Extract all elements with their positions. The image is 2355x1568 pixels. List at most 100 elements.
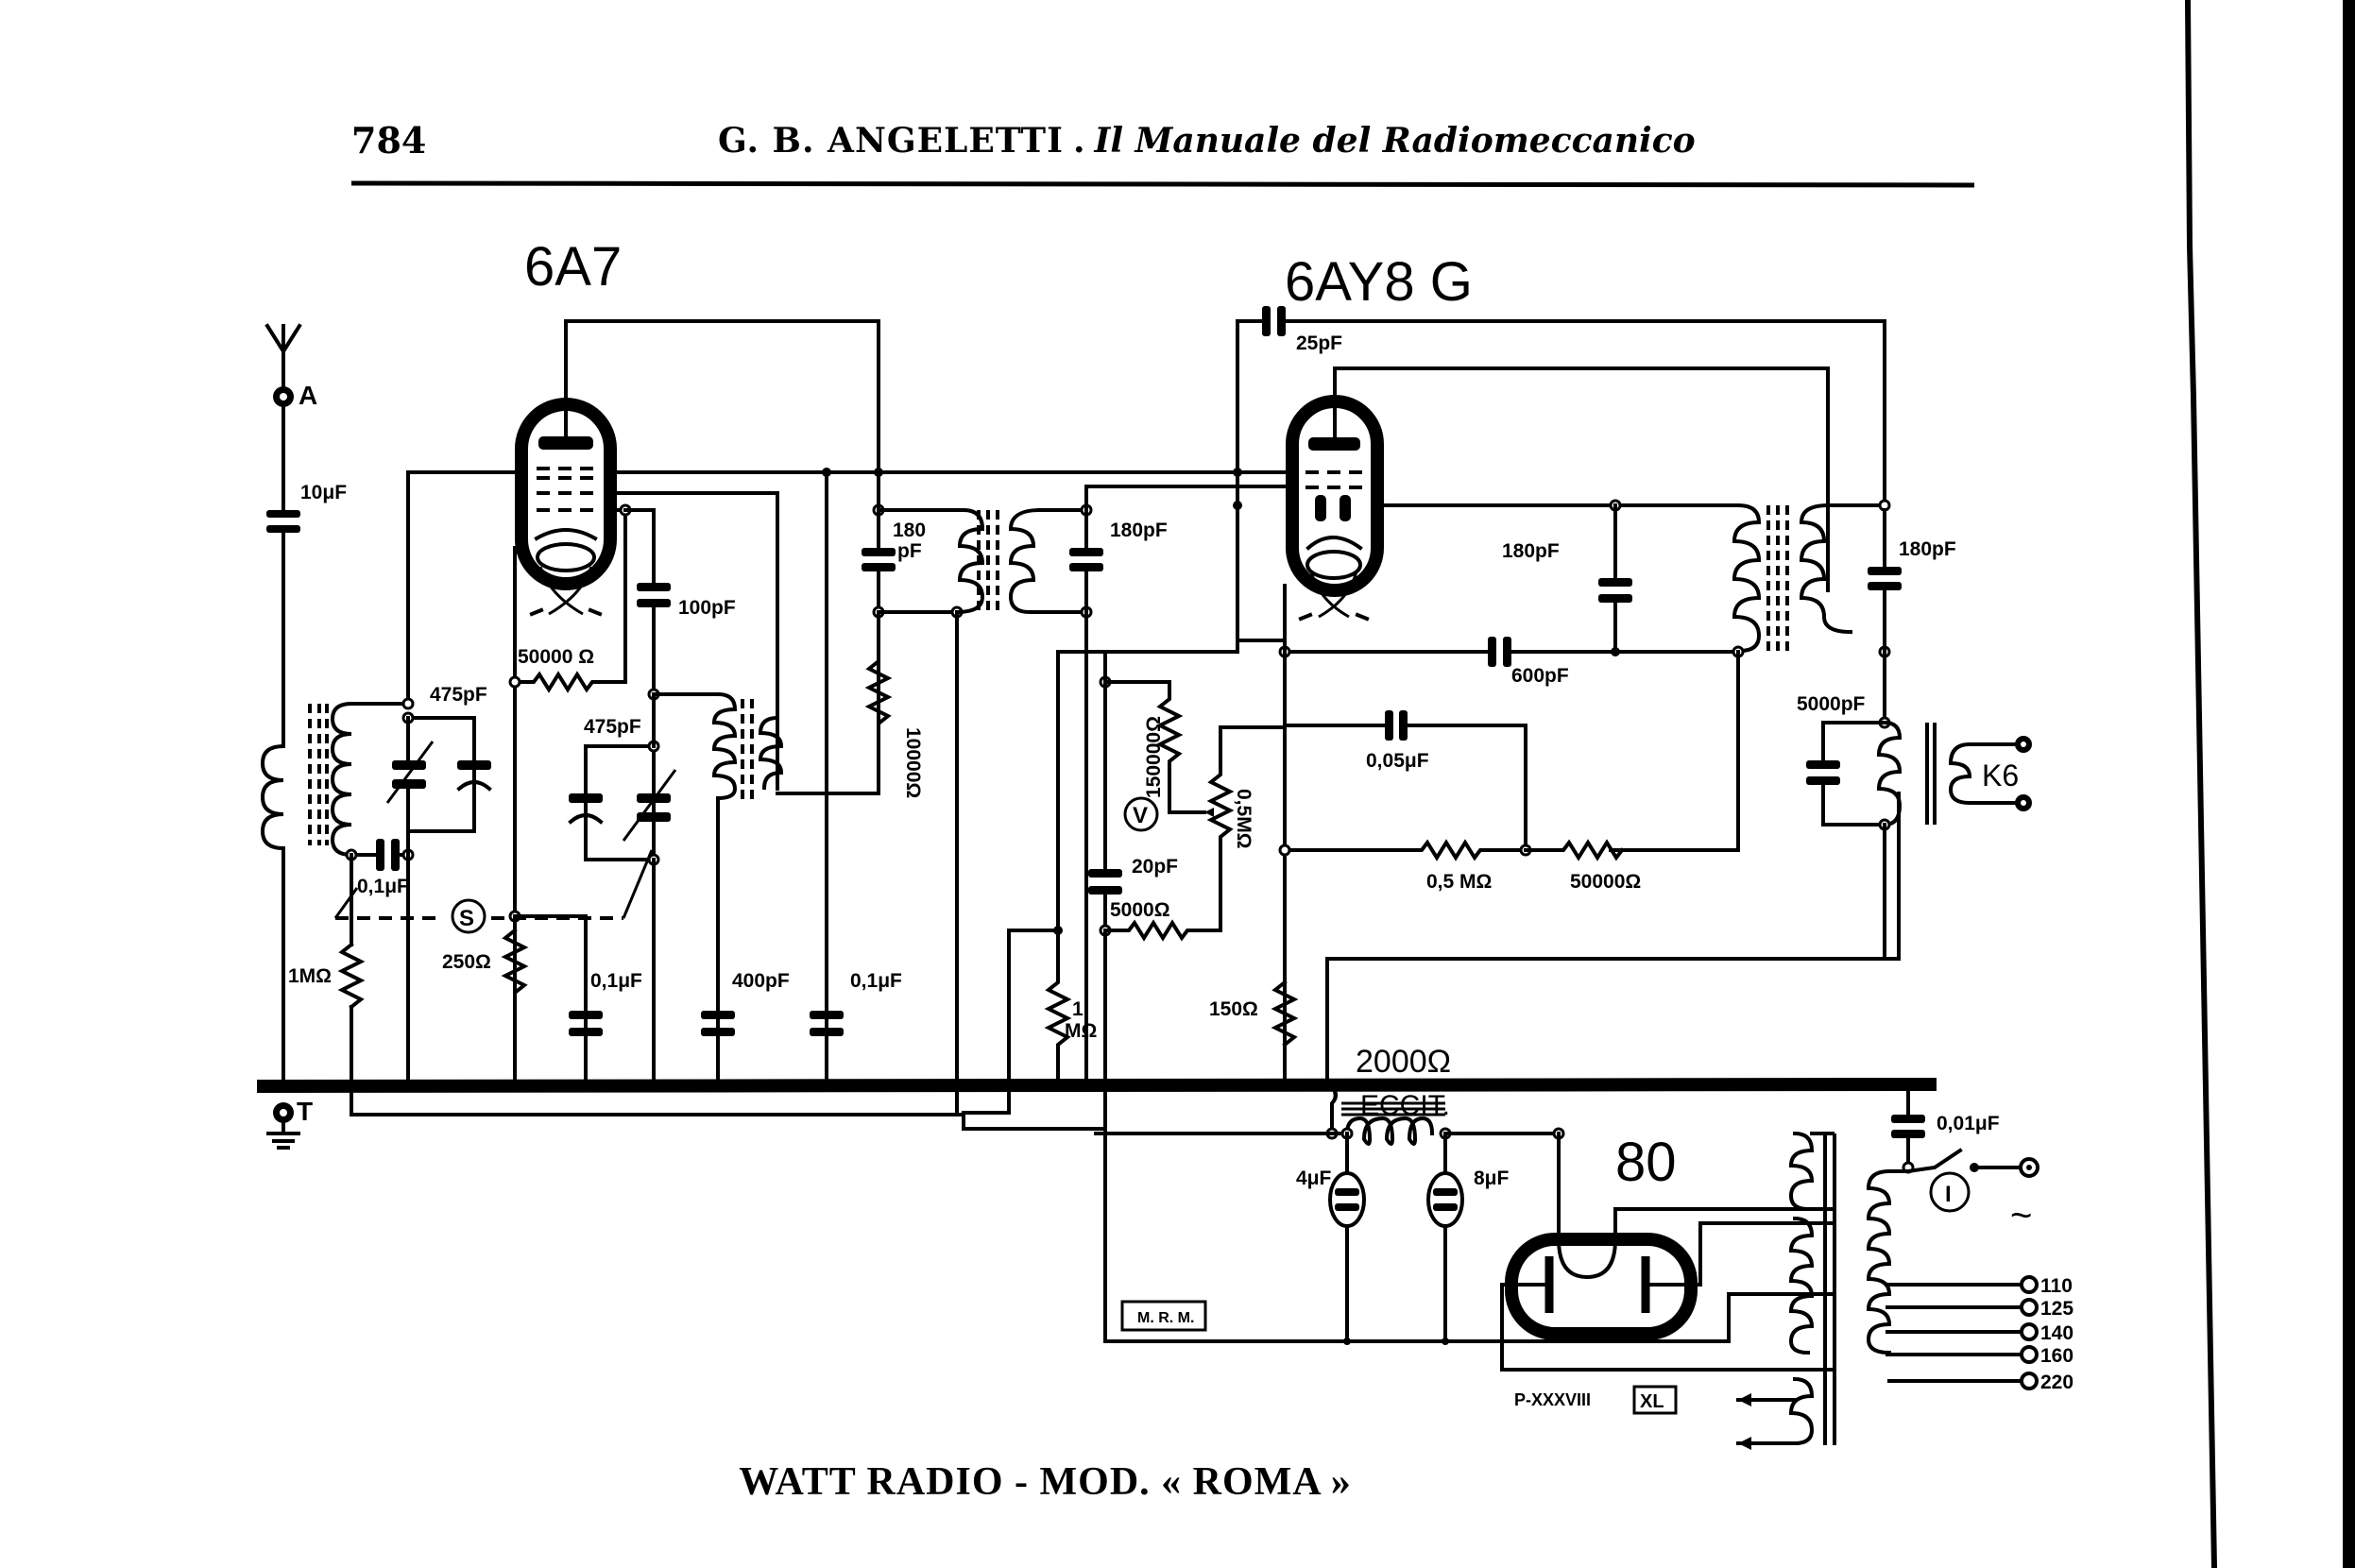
mains-tap[interactable]: 125 (1886, 1298, 2073, 1320)
if1-cap-a-label-2: pF (897, 540, 922, 562)
header-rule (350, 180, 1975, 188)
tube-6ay8g-label: 6AY8 G (1285, 251, 1473, 313)
antenna-coil-primary (260, 743, 286, 851)
trimmer-capacitor-1 (457, 760, 491, 770)
tube-6a7 (515, 395, 617, 617)
res-1m-det-label-2: MΩ (1065, 1020, 1097, 1042)
res-150-label: 150Ω (1209, 998, 1258, 1020)
figure-caption: WATT RADIO - MOD. « ROMA » (0, 1459, 2355, 1505)
res-05m-label: 0,5 MΩ (1426, 871, 1492, 893)
screen-bypass-cap-label: 0,1μF (850, 970, 902, 992)
tuning-cap-2-label: 475pF (584, 716, 641, 738)
power-switch-indicator (1929, 1171, 1971, 1213)
resistor-1m-detector (1044, 929, 1072, 1086)
ground-terminal-label: T (297, 1097, 313, 1126)
running-head: G. B. ANGELETTI.Il Manuale del Radiomecc… (718, 121, 1696, 161)
running-head-separator: . (1072, 121, 1085, 161)
mains-tap[interactable]: 220 (1887, 1372, 2073, 1393)
capacitor-600pf (1488, 637, 1496, 667)
capacitor-20pf (1088, 869, 1122, 878)
mains-tap[interactable]: 110 (1886, 1275, 2073, 1297)
res-50000-filter-label: 50000Ω (1570, 871, 1641, 893)
speaker-label: K6 (1982, 758, 2019, 793)
tuning-cap-1-label: 475pF (430, 684, 487, 706)
res-250-label: 250Ω (442, 951, 491, 973)
tube-80-label: 80 (1615, 1132, 1677, 1193)
svg-text:110: 110 (2040, 1275, 2073, 1297)
res-1m-avc-label: 1MΩ (288, 965, 332, 987)
if-transformer-1 (954, 507, 1088, 615)
if1-cap-b-label: 180pF (1110, 520, 1168, 541)
filter-capacitor-8uf (1426, 1171, 1464, 1228)
pot-05m-label: 0,5MΩ (1233, 789, 1254, 849)
ground-terminal (266, 1102, 300, 1150)
osc-coupling-capacitor (637, 583, 671, 591)
cap-25-label: 25pF (1296, 332, 1342, 354)
svg-text:220: 220 (2040, 1372, 2073, 1393)
padder-cap-label: 400pF (732, 970, 790, 992)
capacitor-005uf (1385, 710, 1393, 741)
res-10000-label: 10000Ω (902, 727, 924, 798)
capacitor-25pf (1262, 306, 1271, 336)
resistor-150000 (1103, 680, 1206, 814)
resistor-150 (1271, 980, 1299, 1048)
figure-caption-text: WATT RADIO - MOD. « ROMA » (739, 1460, 1352, 1504)
scan-border (2343, 0, 2355, 1568)
antenna-terminal-label: A (299, 381, 317, 410)
trimmer-capacitor-2 (569, 793, 603, 803)
cap-5000-label: 5000pF (1797, 693, 1866, 715)
power-switch (1887, 1148, 1963, 1173)
mains-cap-label: 0,01μF (1937, 1113, 2000, 1134)
if-transformer-2 (1732, 503, 1853, 654)
avc-cap-label: 0,1μF (357, 876, 409, 897)
antenna-capacitor (266, 510, 300, 518)
res-50000-osc-label: 50000 Ω (518, 646, 594, 668)
cap-005-label: 0,05μF (1366, 750, 1429, 772)
running-head-author: G. B. ANGELETTI (718, 121, 1064, 161)
if1-cap-a-label-1: 180 (893, 520, 926, 541)
mains-tap[interactable]: 140 (1886, 1322, 2073, 1344)
tube-6a7-label: 6A7 (524, 236, 622, 298)
wave-switch-s (451, 898, 486, 934)
filter-cap-4-label: 4μF (1296, 1167, 1332, 1189)
volume-indicator-label: V (1133, 803, 1148, 828)
cathode-bypass-cap-label: 0,1μF (590, 970, 642, 992)
svg-text:160: 160 (2040, 1345, 2073, 1367)
screen-bypass-capacitor (810, 1011, 844, 1019)
filter-capacitor-4uf (1328, 1171, 1366, 1228)
resistor-5000 (1103, 919, 1222, 942)
wave-switch-s-label: S (459, 906, 474, 931)
antenna-cap-label: 10μF (300, 482, 347, 503)
output-transformer (1876, 720, 2032, 827)
if2-secondary-capacitor (1868, 567, 1902, 575)
svg-text:125: 125 (2040, 1298, 2073, 1320)
mains-transformer (1788, 1131, 1892, 1446)
capacitor-5000pf (1806, 760, 1840, 769)
oscillator-coil (711, 691, 784, 803)
mrm-box-label: M. R. M. (1137, 1310, 1194, 1326)
resistor-50000-osc (513, 671, 606, 693)
volume-indicator-v (1123, 796, 1159, 832)
res-1m-det-label-1: 1 (1072, 998, 1084, 1020)
mains-tap-list: 110 125 140 160 220 (1886, 1275, 2073, 1393)
avc-capacitor (376, 839, 384, 871)
running-head-title: Il Manuale del Radiomeccanico (1094, 121, 1696, 161)
resistor-250-cathode (501, 928, 529, 1086)
if1-primary-capacitor (862, 548, 896, 556)
res-2000-label: 2000Ω (1356, 1044, 1451, 1080)
if2-cap-a-label: 180pF (1502, 540, 1560, 562)
transformer-code: P-XXXVIII (1514, 1390, 1591, 1409)
if2-cap-b-label: 180pF (1899, 538, 1956, 560)
filter-cap-8-label: 8μF (1474, 1167, 1510, 1189)
res-150000-label: 150000Ω (1143, 716, 1165, 798)
power-switch-label: I (1945, 1182, 1952, 1207)
mains-tap[interactable]: 160 (1886, 1345, 2073, 1367)
transformer-code-box-label: XL (1640, 1391, 1664, 1412)
res-5000-label: 5000Ω (1110, 899, 1170, 921)
mrm-box (1120, 1300, 1207, 1332)
scan-edge (2185, 0, 2217, 1568)
if2-primary-capacitor (1598, 578, 1632, 587)
resistor-1m-avc (337, 942, 366, 1010)
